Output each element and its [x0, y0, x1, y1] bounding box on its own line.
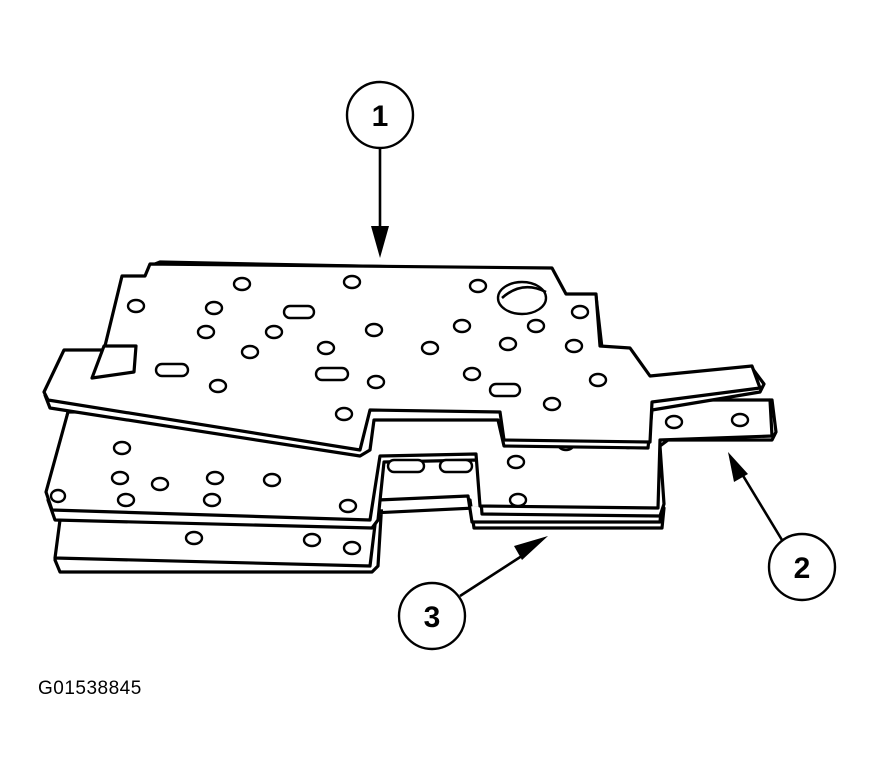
hole: [202, 492, 222, 508]
hole: [316, 340, 336, 356]
slot: [438, 458, 474, 474]
leader-line-3: [459, 550, 529, 598]
hole: [196, 324, 216, 340]
callout-1: 1: [345, 80, 415, 258]
hole: [49, 488, 67, 504]
hole: [334, 406, 354, 422]
slot: [282, 304, 316, 320]
hole: [462, 366, 482, 382]
hole: [302, 532, 322, 548]
hole: [664, 414, 684, 430]
slot: [314, 366, 350, 382]
hole: [542, 396, 562, 412]
slot: [386, 458, 426, 474]
hole: [498, 336, 518, 352]
hole: [264, 324, 284, 340]
callout-circle-3: [397, 581, 467, 651]
hole: [452, 318, 472, 334]
callout-3: 3: [397, 536, 548, 651]
hole: [588, 372, 608, 388]
hole: [366, 374, 386, 390]
hole: [508, 492, 528, 508]
hole: [570, 304, 590, 320]
hole: [468, 278, 488, 294]
hole: [730, 412, 750, 428]
hole: [204, 300, 224, 316]
hole: [262, 472, 282, 488]
figure-id-label: G01538845: [38, 678, 142, 699]
hole: [126, 298, 146, 314]
hole: [564, 338, 584, 354]
hole: [342, 540, 362, 556]
hole: [150, 476, 170, 492]
leader-line-2: [740, 473, 784, 541]
large-port-hole: [496, 280, 548, 316]
callout-label-1: 1: [372, 100, 389, 133]
arrowhead-3: [514, 536, 548, 560]
hole: [116, 492, 136, 508]
hole: [232, 276, 252, 292]
top-plate: [42, 260, 766, 458]
hole: [240, 344, 260, 360]
hole: [112, 440, 132, 456]
callout-label-2: 2: [794, 552, 811, 585]
hole: [526, 318, 546, 334]
hole: [364, 322, 384, 338]
hole: [342, 274, 362, 290]
hole: [338, 498, 358, 514]
hole: [110, 470, 130, 486]
hole: [506, 454, 526, 470]
arrowhead-2: [728, 452, 748, 482]
hole: [205, 470, 225, 486]
slot: [154, 362, 190, 378]
arrowhead-1: [371, 226, 389, 258]
callout-circle-2: [767, 532, 837, 602]
slot: [488, 382, 522, 398]
hole: [184, 530, 204, 546]
hole: [208, 378, 228, 394]
callout-2: 2: [728, 452, 837, 602]
square-cutout: [90, 344, 138, 380]
hole: [420, 340, 440, 356]
callout-label-3: 3: [424, 601, 441, 634]
